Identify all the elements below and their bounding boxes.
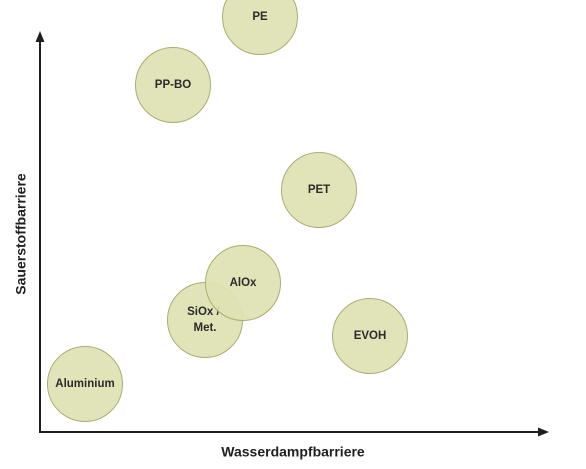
bubble-pe-label: PE xyxy=(252,11,268,23)
bubble-aluminium-label: Aluminium xyxy=(55,378,114,390)
bubble-pet-circle xyxy=(281,152,357,228)
bubble-pe: PE xyxy=(222,0,298,55)
bubble-pp-bo-label-line: PP-BO xyxy=(155,79,191,91)
bubble-evoh-circle xyxy=(332,298,408,374)
bubble-alox: AlOx xyxy=(205,245,281,321)
bubble-evoh-label-line: EVOH xyxy=(354,330,387,342)
bubble-pet-label: PET xyxy=(308,184,330,196)
bubble-pp-bo: PP-BO xyxy=(135,47,211,123)
bubble-aluminium-label-line: Aluminium xyxy=(55,378,114,390)
material-bubbles: PE PP-BO PET SiOx / Met. AlOx xyxy=(47,0,408,422)
bubble-pet: PET xyxy=(281,152,357,228)
x-axis-arrow xyxy=(538,427,549,437)
bubble-siox-met-label-line-1: SiOx / xyxy=(187,306,220,318)
bubble-evoh: EVOH xyxy=(332,298,408,374)
bubble-alox-label-line: AlOx xyxy=(230,277,257,289)
bubble-pe-circle xyxy=(222,0,298,55)
bubble-siox-met-label-line-2: Met. xyxy=(194,322,217,334)
bubble-pp-bo-circle xyxy=(135,47,211,123)
bubble-aluminium-circle xyxy=(47,346,123,422)
bubble-pp-bo-label: PP-BO xyxy=(155,79,191,91)
y-axis-title: Sauerstoffbarriere xyxy=(13,173,29,295)
bubble-siox-met-label: SiOx / Met. xyxy=(187,306,223,334)
axes xyxy=(35,31,549,437)
bubble-alox-label: AlOx xyxy=(230,277,257,289)
x-axis-title: Wasserdampfbarriere xyxy=(221,444,365,460)
bubble-evoh-label: EVOH xyxy=(354,330,387,342)
y-axis-arrow xyxy=(35,31,45,42)
bubble-pe-label-line: PE xyxy=(252,11,268,23)
bubble-pet-label-line: PET xyxy=(308,184,330,196)
bubble-alox-circle xyxy=(205,245,281,321)
bubble-aluminium: Aluminium xyxy=(47,346,123,422)
